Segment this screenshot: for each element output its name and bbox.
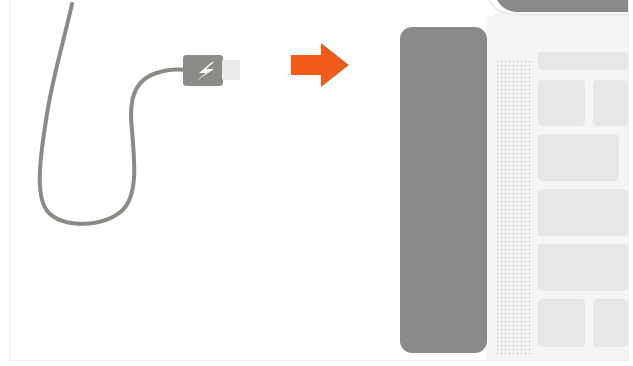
port-panel (400, 27, 487, 353)
lid-hinge (497, 0, 628, 12)
keyboard (538, 52, 628, 347)
keyboard-key (538, 189, 628, 236)
speaker-grille (497, 59, 533, 357)
arrow-right-icon (291, 43, 349, 87)
keyboard-key (538, 134, 619, 181)
charging-cable (40, 4, 186, 224)
keyboard-key (538, 299, 585, 347)
keyboard-key (538, 244, 628, 291)
keyboard-key (538, 80, 585, 126)
keyboard-key (593, 80, 628, 126)
keyboard-key (538, 52, 628, 70)
connector-tip (222, 60, 240, 80)
keyboard-key (593, 299, 628, 347)
